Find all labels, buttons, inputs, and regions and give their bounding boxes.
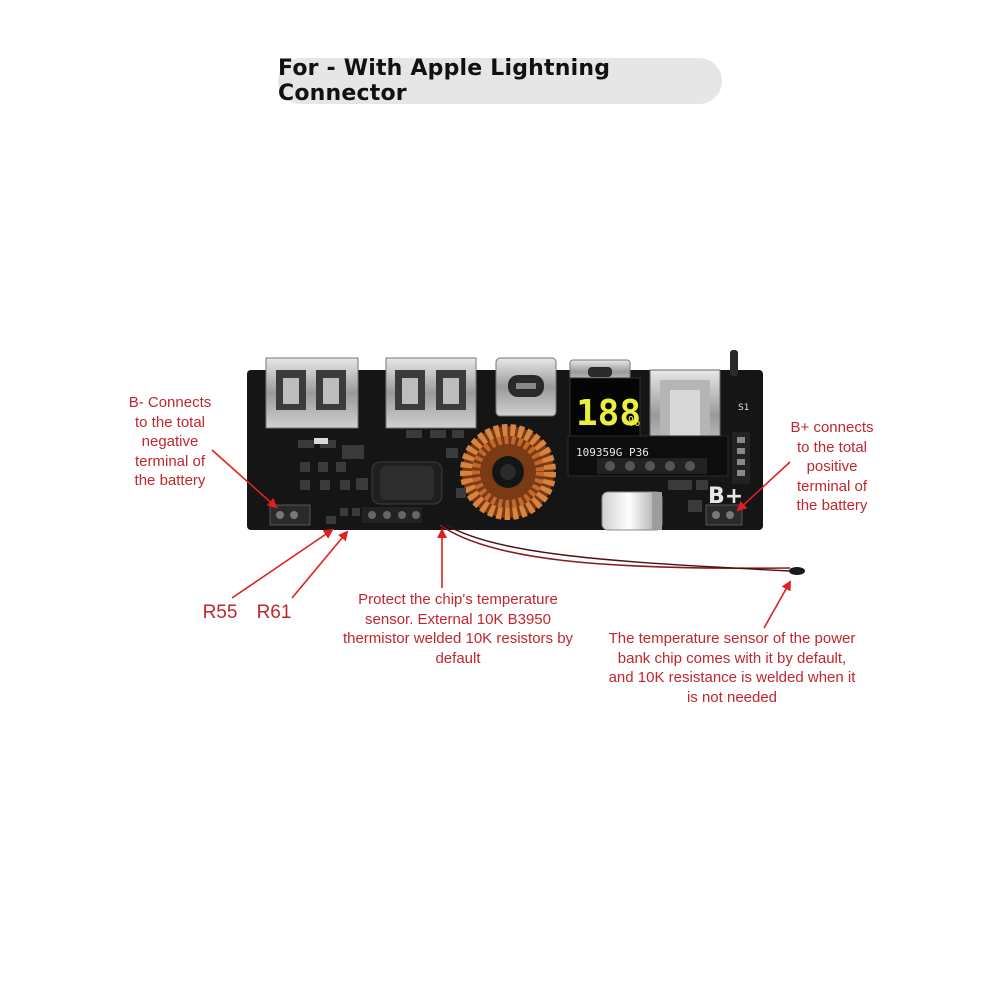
smd-components [298, 430, 708, 524]
annotation-r61: R61 [256, 602, 292, 623]
annotation-b-minus: B- Connects to the total negative termin… [110, 393, 230, 491]
pin-header-bottom [362, 507, 422, 523]
b-plus-pad [705, 504, 743, 526]
annotation-line: the battery [796, 497, 868, 514]
electrolytic-capacitor [601, 491, 663, 531]
silk-label: 109359G_P36 [576, 446, 649, 459]
annotation-line: positive [806, 458, 858, 475]
annotation-line: and 10K resistance is welded when it [608, 669, 856, 686]
annotation-r55: R55 [202, 602, 238, 623]
annotation-line: terminal of [134, 452, 206, 470]
annotation-chip-temp: Protect the chip's temperature sensor. E… [322, 590, 594, 668]
annotation-line: the battery [134, 472, 206, 489]
usb-a-port-1 [265, 357, 359, 429]
annotation-sensor-default: The temperature sensor of the power bank… [592, 629, 872, 707]
annotation-line: thermistor welded 10K resistors by [342, 630, 574, 647]
annotation-line: negative [141, 433, 199, 450]
annotation-b-plus: B+ connects to the total positive termin… [772, 418, 892, 516]
display-digits: 188 [576, 393, 641, 434]
annotation-line: The temperature sensor of the power [608, 630, 856, 647]
thermistor-wires [439, 524, 805, 575]
page-title: For - With Apple Lightning Connector [278, 56, 611, 106]
annotation-line: terminal of [796, 477, 868, 495]
pin-header-right [732, 432, 750, 484]
annotation-line: to the total [134, 413, 206, 431]
thermistor-probe [789, 567, 805, 575]
annotation-line: Protect the chip's temperature [358, 591, 558, 608]
switch-knob [730, 350, 738, 376]
title-pill: For - With Apple Lightning Connector [278, 56, 722, 106]
annotation-line: bank chip comes with it by default, [617, 649, 847, 667]
arrow-sensor [763, 580, 791, 629]
power-inductor [371, 461, 443, 505]
arrow-b-plus [736, 461, 791, 512]
usb-c-port [495, 357, 557, 417]
annotation-line: default [435, 649, 481, 667]
arrow-r61 [291, 530, 349, 599]
switch-label: S1 [738, 403, 749, 413]
pin-header-display [597, 458, 707, 474]
b-minus-pad [269, 504, 311, 526]
b-plus-label: B+ [708, 484, 743, 509]
toroid-inductor [460, 424, 556, 520]
annotation-line: B+ connects [790, 419, 874, 436]
annotation-line: sensor. External 10K B3950 [365, 610, 551, 628]
annotation-line: is not needed [686, 688, 778, 706]
arrow-r55 [231, 528, 334, 599]
annotation-line: to the total [796, 438, 868, 456]
led-display: 188 % [569, 377, 641, 437]
annotation-line: B- Connects [128, 394, 212, 411]
display-unit: % [628, 415, 640, 430]
arrow-b-minus [211, 449, 278, 509]
usb-a-port-2 [385, 357, 477, 429]
